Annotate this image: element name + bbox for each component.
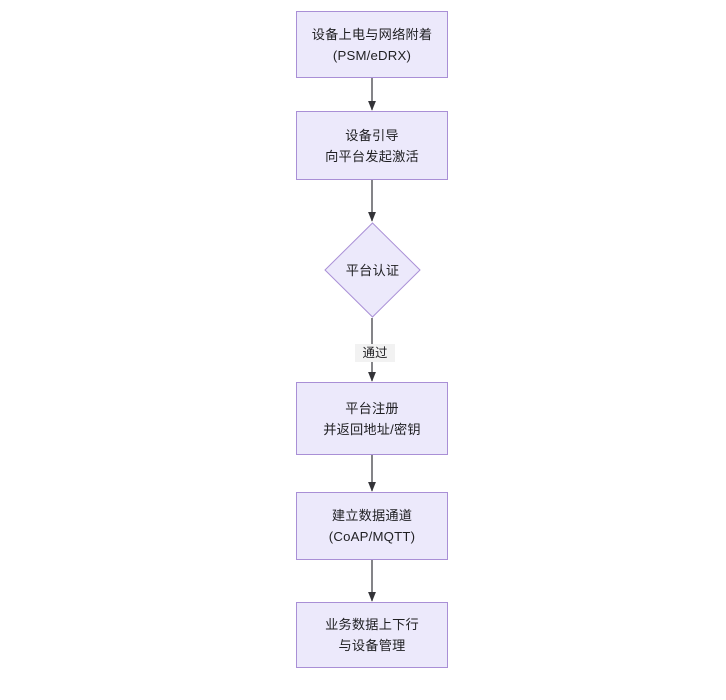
- edge-label-pass: 通过: [355, 344, 395, 362]
- flow-node-line: 向平台发起激活: [325, 148, 419, 164]
- flow-node-line: 平台认证: [345, 262, 400, 278]
- flow-node-platform-auth-decision[interactable]: 平台认证: [324, 222, 421, 318]
- flow-node-line: 业务数据上下行: [325, 617, 419, 632]
- flow-node-line: (CoAP/MQTT): [328, 529, 416, 544]
- flow-node-business-data[interactable]: 业务数据上下行 与设备管理: [296, 602, 448, 668]
- diamond-shape: [324, 222, 421, 318]
- flow-node-line: 与设备管理: [338, 638, 406, 653]
- flow-node-data-channel[interactable]: 建立数据通道 (CoAP/MQTT): [296, 492, 448, 560]
- flow-node-line: 设备引导: [345, 127, 399, 143]
- flow-node-line: 平台注册: [345, 400, 399, 416]
- flow-node-line: 并返回地址/密钥: [323, 421, 421, 437]
- flow-node-line: (PSM/eDRX): [332, 47, 412, 63]
- flow-node-device-bootstrap[interactable]: 设备引导 向平台发起激活: [296, 111, 448, 180]
- flow-node-line: 建立数据通道: [331, 508, 413, 523]
- flow-node-device-power-on[interactable]: 设备上电与网络附着 (PSM/eDRX): [296, 11, 448, 78]
- flow-node-line: 设备上电与网络附着: [311, 26, 433, 42]
- flow-node-platform-register[interactable]: 平台注册 并返回地址/密钥: [296, 382, 448, 455]
